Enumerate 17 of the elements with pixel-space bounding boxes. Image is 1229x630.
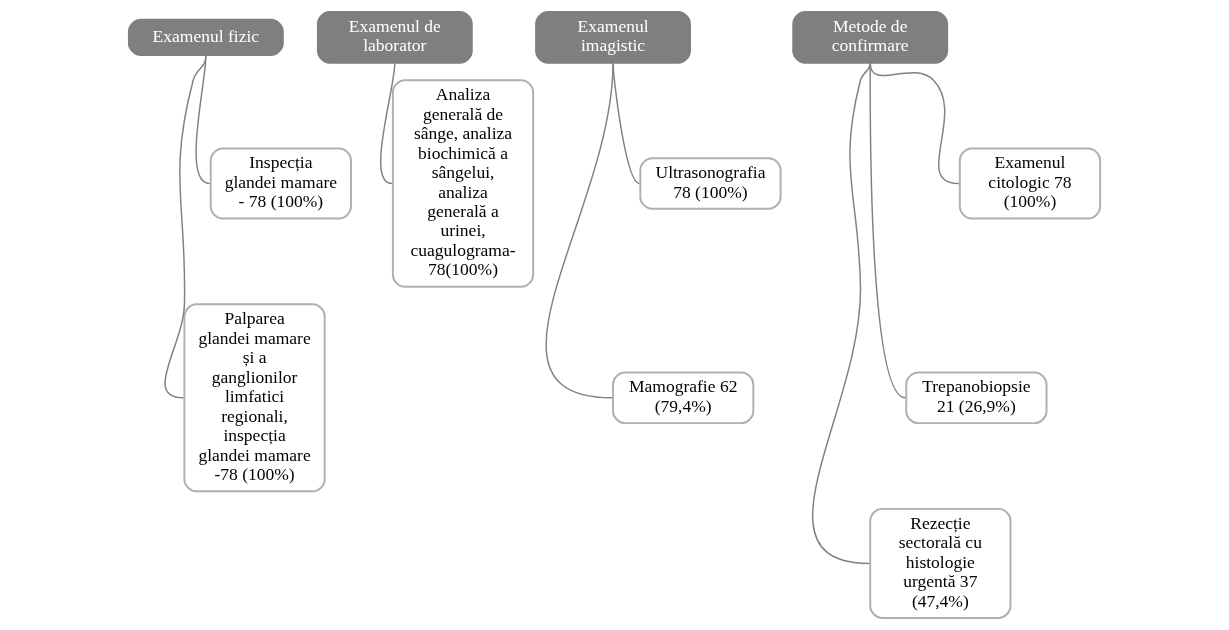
node-box: Inspecția glandei mamare - 78 (100%) [209, 147, 352, 220]
node-box: Ultrasonografia 78 (100%) [639, 157, 782, 210]
node-box: Examenul citologic 78 (100%) [958, 147, 1102, 220]
node-box: Analiza generală de sânge, analiza biochimică a sângelui, analiza generală a urinei, cuagulograma- 78(100%) [391, 79, 535, 288]
connector [380, 61, 396, 185]
node-box: Palparea glandei mamare și a ganglionilor limfatici regionali, inspecția glandei mamare -78 (100%) [183, 303, 326, 493]
node-box: Rezecție sectorală cu histologie urgentă 37 (47,4%) [869, 507, 1012, 619]
connector [195, 55, 211, 185]
node-box: Trepanobiopsie 21 (26,9%) [905, 371, 1048, 425]
node-box: Examenul de laborator [316, 11, 473, 64]
node-box: Examenul imagistic [535, 11, 691, 64]
connector [164, 55, 207, 399]
connector [812, 61, 871, 565]
connector [545, 61, 614, 399]
node-box: Examenul fizic [127, 18, 284, 56]
node-box: Metode de confirmare [792, 11, 949, 64]
node-box: Mamografie 62 (79,4%) [612, 371, 755, 425]
